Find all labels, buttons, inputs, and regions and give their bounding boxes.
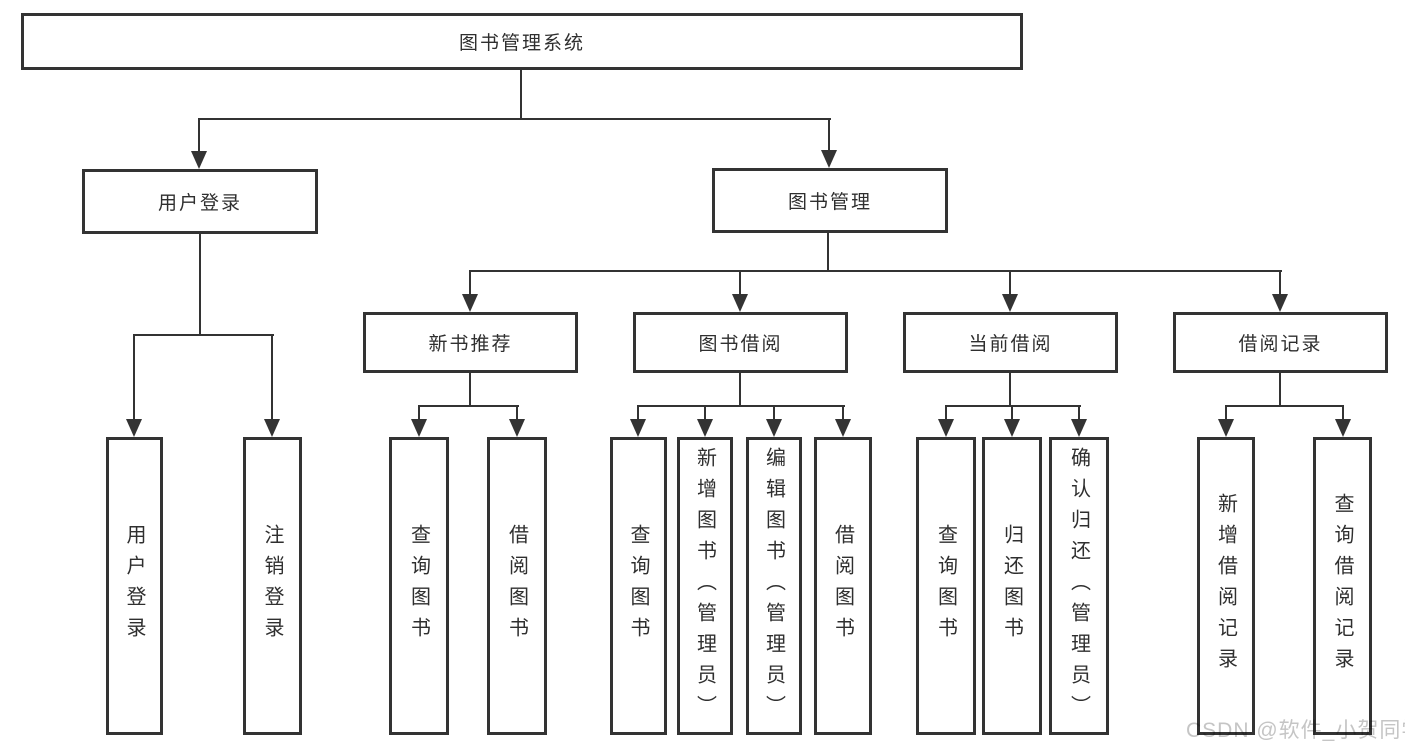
arrowhead-down-icon xyxy=(938,419,954,437)
connector-line-vertical xyxy=(739,373,741,406)
arrowhead-down-icon xyxy=(1071,419,1087,437)
arrowhead-down-icon xyxy=(411,419,427,437)
connector-line-vertical xyxy=(133,334,135,420)
connector-line-vertical xyxy=(1011,405,1013,420)
connector-line-vertical xyxy=(842,405,844,420)
arrowhead-down-icon xyxy=(509,419,525,437)
connector-line-vertical xyxy=(198,118,200,152)
connector-line-vertical xyxy=(1009,270,1011,295)
csdn-watermark: CSDN @软件_小贺同学 xyxy=(1186,719,1405,742)
node-library-system: 图书管理系统 xyxy=(21,13,1023,70)
arrowhead-down-icon xyxy=(630,419,646,437)
node-book-borrowing: 图书借阅 xyxy=(633,312,848,373)
node-leaf-edit-book-admin: 编辑图书（管理员） xyxy=(746,437,802,735)
connector-line-horizontal xyxy=(945,405,1081,407)
arrowhead-down-icon xyxy=(462,294,478,312)
arrowhead-down-icon xyxy=(732,294,748,312)
connector-line-vertical xyxy=(773,405,775,420)
arrowhead-down-icon xyxy=(766,419,782,437)
connector-line-vertical xyxy=(739,270,741,295)
node-leaf-return-book: 归还图书 xyxy=(982,437,1042,735)
node-leaf-logout: 注销登录 xyxy=(243,437,302,735)
connector-line-vertical xyxy=(199,234,201,336)
connector-line-vertical xyxy=(1279,373,1281,406)
connector-line-horizontal xyxy=(198,118,831,120)
arrowhead-down-icon xyxy=(1272,294,1288,312)
arrowhead-down-icon xyxy=(1004,419,1020,437)
arrowhead-down-icon xyxy=(1218,419,1234,437)
node-user-login: 用户登录 xyxy=(82,169,318,234)
connector-line-horizontal xyxy=(133,334,274,336)
node-leaf-add-record: 新增借阅记录 xyxy=(1197,437,1255,735)
connector-line-vertical xyxy=(469,373,471,406)
connector-line-vertical xyxy=(271,334,273,420)
node-leaf-confirm-return: 确认归还（管理员） xyxy=(1049,437,1109,735)
node-leaf-user-login: 用户登录 xyxy=(106,437,163,735)
node-new-book-recommend: 新书推荐 xyxy=(363,312,578,373)
arrowhead-down-icon xyxy=(1002,294,1018,312)
node-book-management: 图书管理 xyxy=(712,168,948,233)
node-current-borrowing: 当前借阅 xyxy=(903,312,1118,373)
node-leaf-borrow-book-rec: 借阅图书 xyxy=(487,437,547,735)
connector-line-vertical xyxy=(637,405,639,420)
connector-line-horizontal xyxy=(469,270,1282,272)
connector-line-vertical xyxy=(520,70,522,119)
connector-line-vertical xyxy=(1225,405,1227,420)
connector-line-vertical xyxy=(418,405,420,420)
connector-line-horizontal xyxy=(1225,405,1344,407)
connector-line-vertical xyxy=(1342,405,1344,420)
node-borrowing-records: 借阅记录 xyxy=(1173,312,1388,373)
node-leaf-query-book-rec: 查询图书 xyxy=(389,437,449,735)
arrowhead-down-icon xyxy=(126,419,142,437)
connector-line-vertical xyxy=(469,270,471,295)
arrowhead-down-icon xyxy=(821,150,837,168)
arrowhead-down-icon xyxy=(264,419,280,437)
connector-line-vertical xyxy=(1279,270,1281,295)
arrowhead-down-icon xyxy=(697,419,713,437)
connector-line-vertical xyxy=(827,233,829,272)
connector-line-vertical xyxy=(704,405,706,420)
connector-line-vertical xyxy=(945,405,947,420)
arrowhead-down-icon xyxy=(835,419,851,437)
node-leaf-add-book-admin: 新增图书（管理员） xyxy=(677,437,733,735)
connector-line-horizontal xyxy=(418,405,519,407)
connector-line-vertical xyxy=(1078,405,1080,420)
arrowhead-down-icon xyxy=(191,151,207,169)
node-leaf-borrow-book-bor: 借阅图书 xyxy=(814,437,872,735)
node-leaf-query-book-cur: 查询图书 xyxy=(916,437,976,735)
connector-line-vertical xyxy=(1009,373,1011,406)
node-leaf-query-record: 查询借阅记录 xyxy=(1313,437,1372,735)
connector-line-horizontal xyxy=(637,405,845,407)
connector-line-vertical xyxy=(828,118,830,151)
arrowhead-down-icon xyxy=(1335,419,1351,437)
node-leaf-query-book-bor: 查询图书 xyxy=(610,437,667,735)
connector-line-vertical xyxy=(516,405,518,420)
